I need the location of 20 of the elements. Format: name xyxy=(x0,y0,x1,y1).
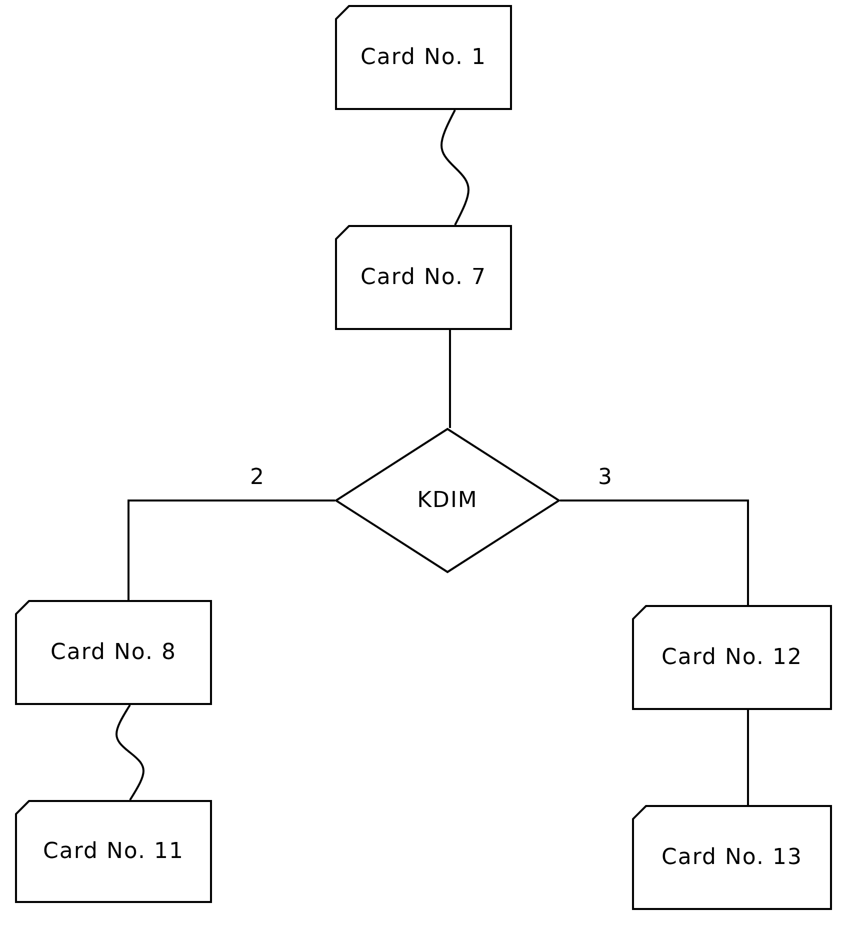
connector-line xyxy=(560,500,749,605)
node-label: Card No. 7 xyxy=(360,265,486,290)
connector-line xyxy=(449,330,451,428)
connector-line xyxy=(747,710,749,805)
punch-card-box xyxy=(15,800,212,903)
node-label: Card No. 11 xyxy=(43,839,184,864)
punch-card-box xyxy=(335,5,512,110)
node-label: Card No. 1 xyxy=(360,45,486,70)
punch-card-box xyxy=(632,805,832,910)
decision-diamond xyxy=(335,428,560,573)
punch-card-box xyxy=(15,600,212,705)
connector-line xyxy=(440,110,470,226)
node-label: Card No. 8 xyxy=(50,640,176,665)
node-label: KDIM xyxy=(417,488,478,513)
punch-card-box xyxy=(632,605,832,710)
connector-line xyxy=(116,704,144,801)
node-label: Card No. 13 xyxy=(662,845,802,870)
connector-line xyxy=(128,500,335,600)
node-label: Card No. 12 xyxy=(662,645,802,670)
punch-card-box xyxy=(335,225,512,330)
